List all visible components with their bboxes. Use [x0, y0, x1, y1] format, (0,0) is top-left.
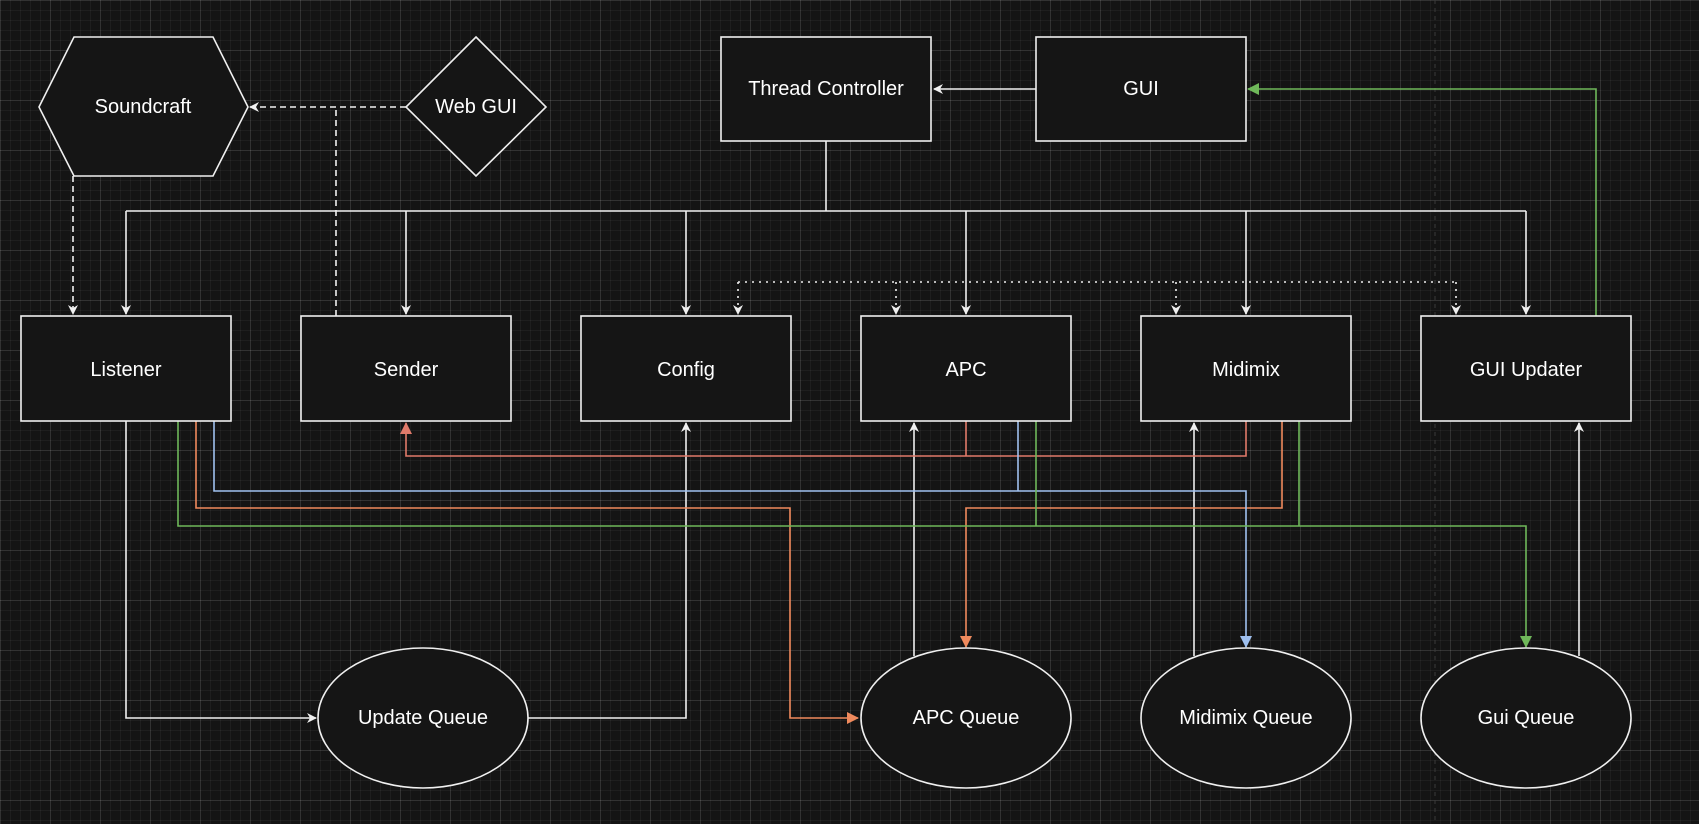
node-label-web-gui: Web GUI — [435, 96, 517, 118]
node-config[interactable]: Config — [580, 315, 792, 422]
edge-midimix-apcqueue — [960, 421, 1283, 648]
node-label-midimix: Midimix — [1212, 359, 1280, 381]
node-label-gui-updater: GUI Updater — [1470, 359, 1583, 381]
edge-listener-apcqueue — [195, 421, 859, 724]
edge-listener-midimixqueue — [213, 421, 1252, 648]
node-label-apc: APC — [945, 359, 986, 381]
node-label-gui: GUI — [1123, 78, 1159, 100]
node-apc[interactable]: APC — [860, 315, 1072, 422]
edges — [68, 83, 1597, 724]
edge-updatequeue-config — [528, 422, 691, 719]
node-label-config: Config — [657, 359, 715, 381]
node-gui-updater[interactable]: GUI Updater — [1420, 315, 1632, 422]
edge-listener-updatequeue — [125, 421, 317, 723]
node-gui-queue[interactable]: Gui Queue — [1420, 647, 1632, 789]
node-label-sender: Sender — [374, 359, 439, 381]
node-label-thread-controller: Thread Controller — [748, 78, 904, 100]
node-sender[interactable]: Sender — [300, 315, 512, 422]
node-gui[interactable]: GUI — [1035, 36, 1247, 142]
node-web-gui[interactable]: Web GUI — [404, 35, 548, 178]
node-label-update-queue: Update Queue — [358, 707, 488, 729]
node-listener[interactable]: Listener — [20, 315, 232, 422]
edge-guiupdater-gui — [1247, 83, 1597, 316]
node-update-queue[interactable]: Update Queue — [317, 647, 529, 789]
edge-listener-guiqueue — [177, 421, 1532, 648]
node-midimix[interactable]: Midimix — [1140, 315, 1352, 422]
node-midimix-queue[interactable]: Midimix Queue — [1140, 647, 1352, 789]
node-label-listener: Listener — [90, 359, 161, 381]
node-apc-queue[interactable]: APC Queue — [860, 647, 1072, 789]
node-label-midimix-queue: Midimix Queue — [1179, 707, 1312, 729]
node-label-gui-queue: Gui Queue — [1478, 707, 1575, 729]
edge-threadcontroller-bus — [126, 141, 1526, 212]
edge-salmon-to-sender — [406, 421, 1247, 457]
node-label-apc-queue: APC Queue — [913, 707, 1020, 729]
node-soundcraft[interactable]: Soundcraft — [38, 36, 249, 177]
node-label-soundcraft: Soundcraft — [95, 96, 192, 118]
node-thread-controller[interactable]: Thread Controller — [720, 36, 932, 142]
